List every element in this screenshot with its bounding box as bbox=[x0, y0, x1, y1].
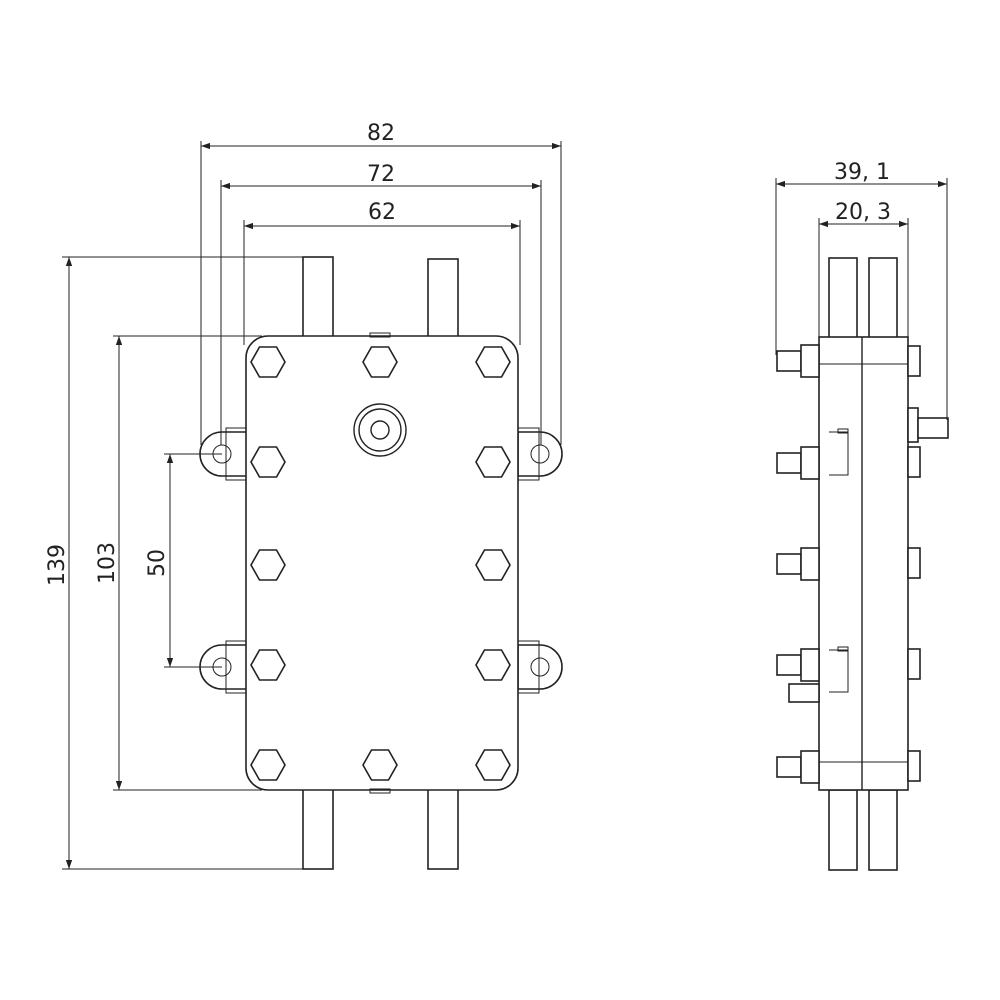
dim-text-mount-spacing: 50 bbox=[145, 549, 170, 577]
dim-text-body-height: 103 bbox=[95, 542, 120, 584]
front-view: 82 72 62 139 103 50 bbox=[45, 121, 563, 870]
top-pipes bbox=[302, 256, 459, 342]
side-view: 39, 1 20, 3 bbox=[775, 160, 949, 871]
dimension-72: 72 bbox=[220, 162, 542, 445]
dim-text-overall-depth: 39, 1 bbox=[834, 160, 890, 185]
dimension-139: 139 bbox=[45, 256, 310, 870]
central-shaft bbox=[353, 403, 407, 457]
dim-text-mount-width: 72 bbox=[367, 162, 395, 187]
mounting-ears bbox=[199, 427, 563, 694]
housing-body bbox=[245, 335, 519, 791]
dim-text-body-width: 62 bbox=[368, 200, 396, 225]
side-body bbox=[818, 336, 909, 791]
side-bolts-right bbox=[907, 345, 949, 782]
dim-text-body-depth: 20, 3 bbox=[835, 200, 891, 225]
dimension-62: 62 bbox=[243, 200, 521, 345]
side-bolts-left bbox=[776, 344, 820, 784]
side-pipes bbox=[828, 257, 898, 871]
dimension-39-1: 39, 1 bbox=[775, 160, 948, 420]
dimension-82: 82 bbox=[200, 121, 562, 445]
bottom-pipes bbox=[302, 781, 459, 870]
dim-text-overall-width: 82 bbox=[367, 121, 395, 146]
dimension-20-3: 20, 3 bbox=[818, 200, 909, 340]
dim-text-overall-height: 139 bbox=[45, 544, 70, 586]
dimension-103: 103 bbox=[95, 335, 262, 791]
dimension-50: 50 bbox=[145, 453, 222, 668]
